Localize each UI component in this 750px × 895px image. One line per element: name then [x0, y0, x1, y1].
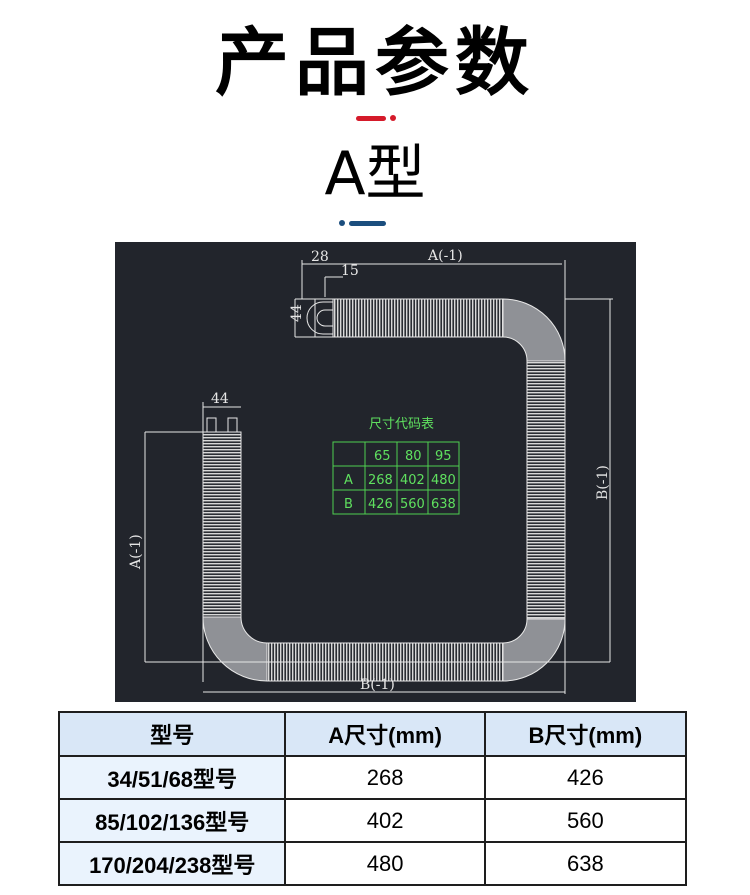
spec-table: 型号 A尺寸(mm) B尺寸(mm) 34/51/68型号 268 426 85… — [57, 711, 688, 886]
title-divider-red — [356, 115, 396, 121]
dim-left-a-label: A(-1) — [128, 534, 144, 570]
b-size-cell: 560 — [483, 798, 688, 843]
page-title: 产品参数 — [215, 20, 535, 106]
model-cell: 85/102/136型号 — [57, 798, 287, 843]
dim-44-end-label: 44 — [289, 304, 305, 322]
a-size-cell: 480 — [284, 841, 486, 886]
chain-body — [202, 298, 566, 682]
table-row: 34/51/68型号 268 426 — [57, 755, 688, 800]
dim-44-left-label: 44 — [211, 391, 229, 407]
code-cell: 480 — [431, 473, 456, 488]
divider-dot — [339, 220, 345, 226]
table-header-row: 型号 A尺寸(mm) B尺寸(mm) — [57, 711, 688, 757]
model-cell: 34/51/68型号 — [57, 755, 287, 800]
code-row-b-label: B — [344, 497, 353, 512]
divider-bar — [356, 115, 386, 121]
code-col-80: 80 — [405, 449, 422, 464]
column-header-model: 型号 — [57, 711, 287, 757]
a-size-cell: 268 — [284, 755, 486, 800]
dimension-lines — [144, 260, 613, 694]
code-col-95: 95 — [435, 449, 452, 464]
code-col-65: 65 — [374, 449, 391, 464]
column-header-b-size: B尺寸(mm) — [483, 711, 688, 757]
column-header-a-size: A尺寸(mm) — [284, 711, 486, 757]
code-cell: 426 — [368, 497, 393, 512]
a-size-cell: 402 — [284, 798, 486, 843]
code-row-a-label: A — [344, 473, 353, 488]
dim-top-a-label: A(-1) — [427, 248, 463, 264]
dim-right-b-label: B(-1) — [595, 465, 611, 500]
code-cell: 560 — [400, 497, 425, 512]
b-size-cell: 426 — [483, 755, 688, 800]
dim-28-label: 28 — [311, 249, 329, 265]
table-row: 170/204/238型号 480 638 — [57, 841, 688, 886]
code-cell: 268 — [368, 473, 393, 488]
code-table-title: 尺寸代码表 — [369, 417, 434, 432]
cad-drawing: 28 15 A(-1) 44 44 A(-1) B(-1) B(-1) 尺寸代码… — [115, 242, 636, 702]
section-subtitle: A型 — [324, 139, 426, 209]
drag-chain-diagram: 28 15 A(-1) 44 44 A(-1) B(-1) B(-1) 尺寸代码… — [128, 248, 613, 694]
dim-15-label: 15 — [341, 263, 359, 279]
divider-dot — [390, 115, 396, 121]
size-code-table: 尺寸代码表 65 80 95 A 268 402 480 B 426 560 6… — [332, 417, 460, 515]
model-cell: 170/204/238型号 — [57, 841, 287, 886]
subtitle-divider-blue — [339, 220, 386, 226]
code-cell: 638 — [431, 497, 456, 512]
divider-bar — [349, 220, 386, 226]
code-cell: 402 — [400, 473, 425, 488]
b-size-cell: 638 — [483, 841, 688, 886]
dim-bottom-b-label: B(-1) — [360, 677, 395, 693]
table-row: 85/102/136型号 402 560 — [57, 798, 688, 843]
